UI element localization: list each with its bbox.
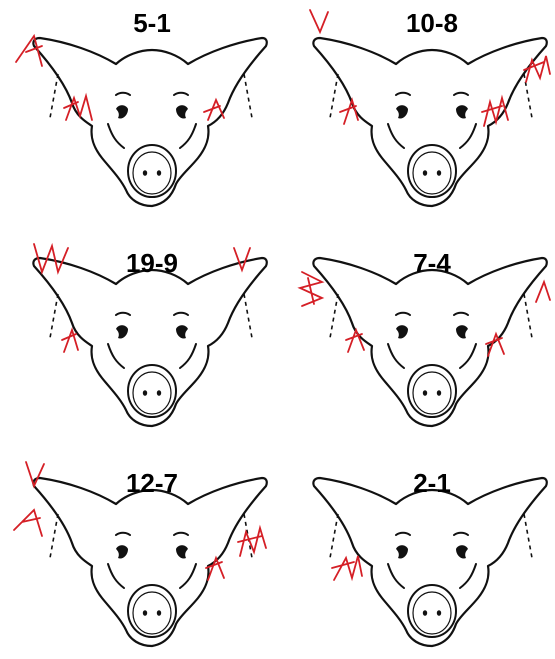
pig-2-1: 2-1 [313, 468, 546, 646]
notch-left-ear-lower [332, 556, 362, 580]
notch-left-ear-lower [62, 330, 78, 352]
pig-12-7: 12-7 [14, 462, 267, 646]
pig-head-outline [33, 478, 266, 646]
pig-label: 5-1 [133, 8, 171, 38]
ear-notches [332, 556, 362, 580]
pig-head-outline [313, 478, 546, 646]
pig-5-1: 5-1 [16, 8, 267, 206]
pig-label: 12-7 [126, 468, 178, 498]
notch-right-ear-tip [238, 528, 266, 556]
pig-head-outline [33, 38, 266, 206]
pig-10-8: 10-8 [310, 8, 550, 206]
pig-label: 2-1 [413, 468, 451, 498]
notch-left-ear-top [310, 10, 328, 32]
pig-label: 10-8 [406, 8, 458, 38]
pig-head-outline [313, 38, 546, 206]
notch-right-ear-tip [536, 282, 550, 302]
pig-19-9: 19-9 [33, 244, 266, 426]
pig-7-4: 7-4 [300, 248, 550, 426]
pig-label: 19-9 [126, 248, 178, 278]
pig-label: 7-4 [413, 248, 451, 278]
notch-left-ear-tip [300, 272, 322, 306]
notch-left-ear-tip [14, 510, 42, 536]
pig-head-outline [313, 258, 546, 426]
